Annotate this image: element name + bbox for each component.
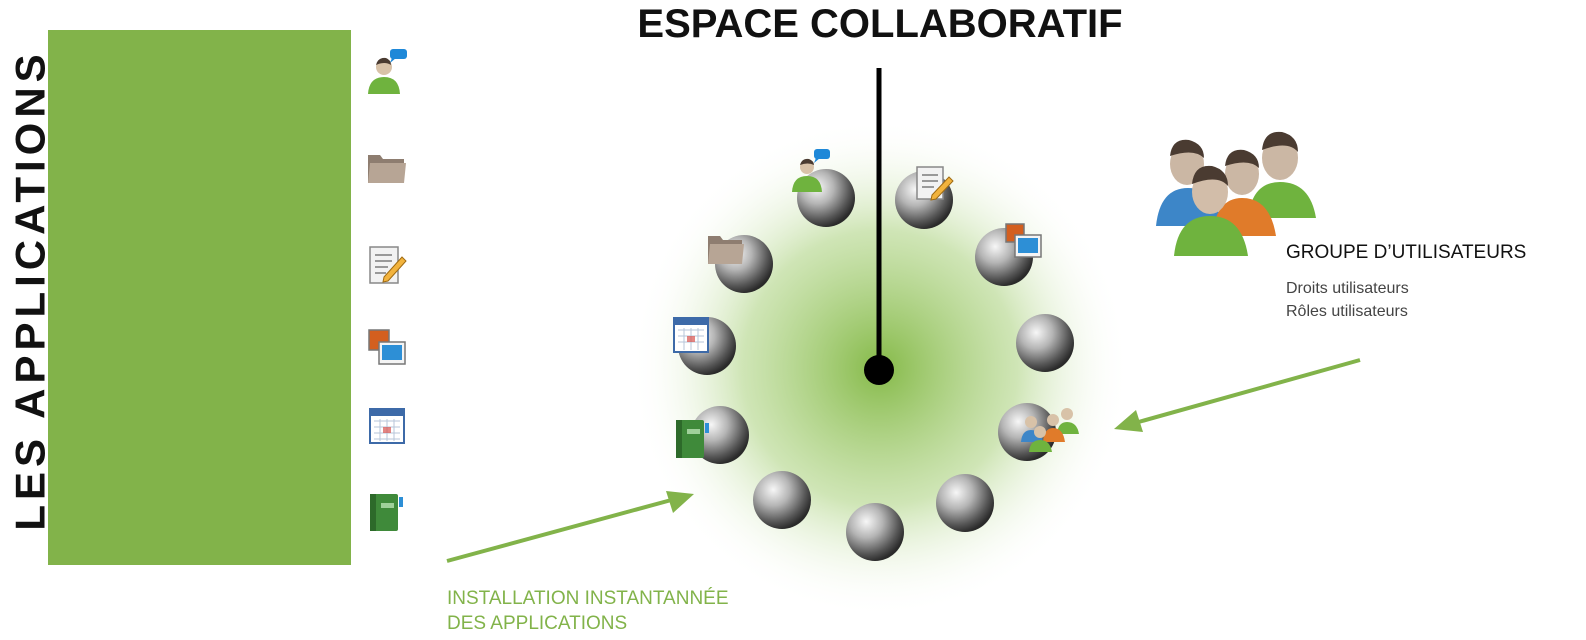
folder-icon xyxy=(708,236,744,264)
image-gallery-icon xyxy=(1005,223,1042,258)
user-group-small-icon xyxy=(1021,408,1079,452)
install-note: INSTALLATION INSTANTANNÉE DES APPLICATIO… xyxy=(447,588,729,634)
install-arrow xyxy=(446,491,694,563)
sphere xyxy=(936,474,994,532)
app-label-formulaire: FORMULAIRE EN LIGNE xyxy=(1412,229,1576,288)
sphere xyxy=(691,406,749,464)
applications-panel xyxy=(48,30,351,565)
user-group-arrow xyxy=(1114,358,1361,432)
chat-user-icon xyxy=(368,49,407,94)
form-icon xyxy=(916,166,954,201)
app-label-chat: CHAT xyxy=(1509,60,1576,88)
app-label-almanach: ALMANACH xyxy=(1437,411,1576,439)
calendar-icon xyxy=(673,317,709,353)
app-label-annuaire: ANNUAIRE D’EXPERTS xyxy=(1436,482,1576,541)
app-label-galerie: GALERIE D’IMAGES xyxy=(1339,331,1576,359)
user-rights-text: Droits utilisateurs xyxy=(1286,280,1409,297)
address-book-icon xyxy=(676,420,709,458)
main-title: ESPACE COLLABORATIF xyxy=(637,2,1123,46)
sphere xyxy=(846,503,904,561)
sphere xyxy=(753,471,811,529)
folder-icon xyxy=(368,155,406,183)
user-group-title: GROUPE D’UTILISATEURS xyxy=(1286,242,1527,263)
user-roles-text: Rôles utilisateurs xyxy=(1286,303,1408,320)
calendar-icon xyxy=(369,408,405,444)
chat-user-icon xyxy=(792,149,830,192)
image-gallery-icon xyxy=(368,329,406,365)
address-book-icon xyxy=(370,494,403,531)
user-group-icon xyxy=(1156,131,1316,256)
form-icon xyxy=(369,246,407,284)
center-dot xyxy=(864,355,894,385)
app-label-gestion-documentaire: GESTION DOCUMENTAIRE xyxy=(1375,127,1576,186)
sphere xyxy=(1016,314,1074,372)
